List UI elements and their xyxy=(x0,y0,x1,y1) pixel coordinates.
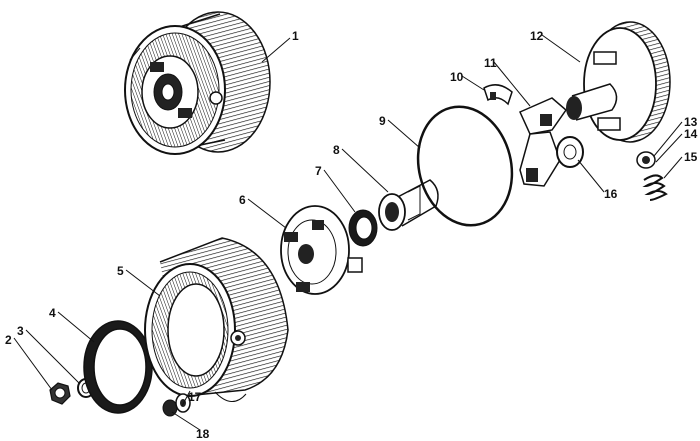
callout-1: 1 xyxy=(292,29,299,43)
callout-3: 3 xyxy=(17,324,24,338)
part-16-washer xyxy=(556,136,584,168)
callout-11: 11 xyxy=(484,56,497,70)
callout-10: 10 xyxy=(450,70,464,84)
callout-12: 12 xyxy=(530,29,544,43)
callout-5: 5 xyxy=(117,264,124,278)
part-9-o-ring xyxy=(416,105,514,227)
part-8-bushing xyxy=(378,179,439,231)
callout-13: 13 xyxy=(684,115,698,129)
callout-2: 2 xyxy=(5,333,12,347)
callout-8: 8 xyxy=(333,143,340,157)
part-2-nut xyxy=(49,382,71,405)
part-4-seal-ring xyxy=(83,320,153,414)
callout-7: 7 xyxy=(315,164,322,178)
callout-6: 6 xyxy=(239,193,246,207)
part-11-clutch-shoes xyxy=(519,97,568,187)
part-17-18-fittings xyxy=(162,393,191,417)
callout-15: 15 xyxy=(684,150,698,164)
callout-labels: 1 2 3 4 5 6 7 8 9 10 11 12 13 14 15 16 1… xyxy=(5,29,698,441)
leader-lines xyxy=(13,34,683,431)
callout-17: 17 xyxy=(188,390,202,404)
part-10-shoe-segment xyxy=(483,84,513,106)
callout-14: 14 xyxy=(684,127,698,141)
part-13-14-cap xyxy=(636,151,656,169)
part-12-drive-pulley xyxy=(566,21,671,143)
callout-4: 4 xyxy=(49,306,56,320)
part-7-small-ring xyxy=(348,209,378,247)
callout-9: 9 xyxy=(379,114,386,128)
callout-16: 16 xyxy=(604,187,618,201)
part-1-assembled-drum xyxy=(124,11,271,155)
part-5-drum-housing xyxy=(144,237,289,402)
part-6-hub-flange xyxy=(280,205,363,295)
part-15-spring xyxy=(642,174,668,201)
callout-18: 18 xyxy=(196,427,210,441)
